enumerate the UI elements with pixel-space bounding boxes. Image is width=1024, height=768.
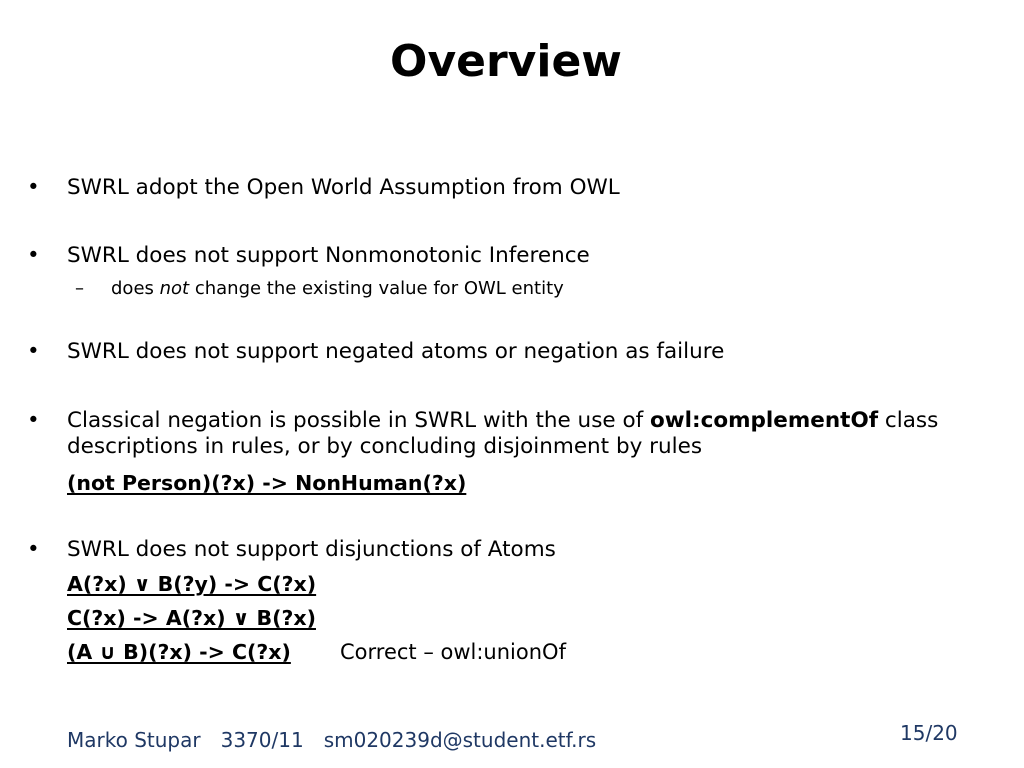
bullet-2: • SWRL does not support Nonmonotonic Inf… [27,243,997,269]
bullet-4-keyword: owl:complementOf [650,408,879,433]
code-rule-negation: (not Person)(?x) -> NonHuman(?x) [67,471,467,495]
sub-bullet-post: change the existing value for OWL entity [189,278,564,299]
bullet-4: • Classical negation is possible in SWRL… [27,408,997,460]
bullet-dot-icon: • [27,243,40,268]
page-number: 15/20 [900,721,958,745]
sub-bullet-pre: does [111,278,160,299]
dash-icon: – [75,278,84,299]
bullet-2-text: SWRL does not support Nonmonotonic Infer… [67,243,590,268]
slide-title: Overview [390,36,622,87]
sub-bullet-emphasis: not [159,278,190,299]
bullet-1-text: SWRL adopt the Open World Assumption fro… [67,175,620,200]
bullet-3: • SWRL does not support negated atoms or… [27,339,997,365]
bullet-1: • SWRL adopt the Open World Assumption f… [27,175,997,201]
sub-bullet-2-1: – does not change the existing value for… [75,277,971,301]
bullet-dot-icon: • [27,175,40,200]
bullet-3-text: SWRL does not support negated atoms or n… [67,339,725,364]
code-rule-2: C(?x) -> A(?x) ∨ B(?x) [67,606,316,630]
footer: Marko Stupar 3370/11 sm020239d@student.etf… [67,727,616,753]
code-rule-3: (A ∪ B)(?x) -> C(?x) [67,640,291,664]
bullet-dot-icon: • [27,408,40,433]
footer-email: sm020239d@student.etf.rs [323,728,597,752]
bullet-dot-icon: • [27,537,40,562]
bullet-4-text-pre: Classical negation is possible in SWRL w… [67,408,651,433]
code-rule-3-note: Correct – owl:unionOf [340,640,566,664]
footer-author: Marko Stupar [67,728,201,752]
bullet-4-text-post: class descriptions in rules, or by concl… [67,408,939,459]
code-rule-1: A(?x) ∨ B(?y) -> C(?x) [67,572,317,596]
footer-id: 3370/11 [220,728,304,752]
bullet-dot-icon: • [27,339,40,364]
bullet-5-text: SWRL does not support disjunctions of At… [67,537,556,562]
bullet-5: • SWRL does not support disjunctions of … [27,537,997,563]
